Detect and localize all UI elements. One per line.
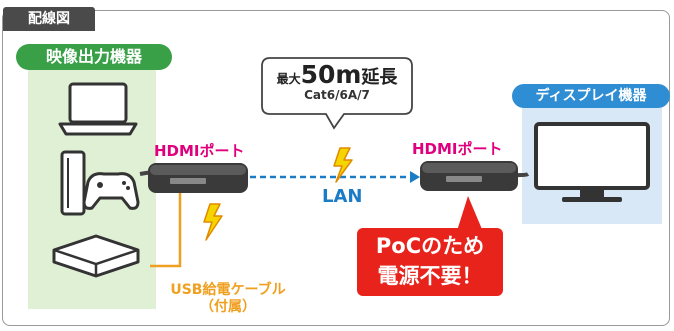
header-tab: 配線図 bbox=[3, 7, 95, 31]
distance-text: 最大50m延長 Cat6/6A/7 bbox=[262, 52, 412, 116]
usb-cable-label: USB給電ケーブル （付属） bbox=[160, 282, 296, 316]
distance-suffix: 延長 bbox=[361, 67, 398, 88]
poc-callout: PoCのため 電源不要！ bbox=[357, 228, 503, 296]
cable-type: Cat6/6A/7 bbox=[304, 88, 370, 102]
sender-port-label: HDMIポート bbox=[154, 142, 245, 160]
distance-bubble bbox=[261, 57, 413, 130]
bluray-player-icon bbox=[52, 234, 140, 278]
distance-prefix: 最大 bbox=[276, 72, 301, 86]
lightning-icon-link bbox=[333, 147, 353, 183]
lightning-icon-usb bbox=[203, 203, 223, 241]
lan-label: LAN bbox=[322, 186, 363, 207]
receiver-port-label: HDMIポート bbox=[412, 140, 503, 158]
game-console-icon bbox=[60, 150, 86, 216]
poc-line1: PoCのため bbox=[375, 234, 485, 258]
sender-extender bbox=[148, 163, 248, 193]
poc-line2: 電源不要！ bbox=[377, 264, 483, 288]
poc-pointer bbox=[456, 196, 484, 234]
display-label: ディスプレイ機器 bbox=[512, 84, 670, 108]
usb-line1: USB給電ケーブル bbox=[170, 282, 286, 298]
receiver-extender bbox=[420, 161, 518, 191]
usb-line2: （付属） bbox=[200, 299, 256, 315]
usb-cable bbox=[150, 193, 182, 268]
laptop-icon bbox=[58, 82, 138, 136]
monitor-icon bbox=[534, 122, 650, 202]
controller-icon bbox=[82, 172, 140, 210]
distance-value: 50m bbox=[300, 60, 362, 89]
source-label: 映像出力機器 bbox=[16, 44, 172, 70]
